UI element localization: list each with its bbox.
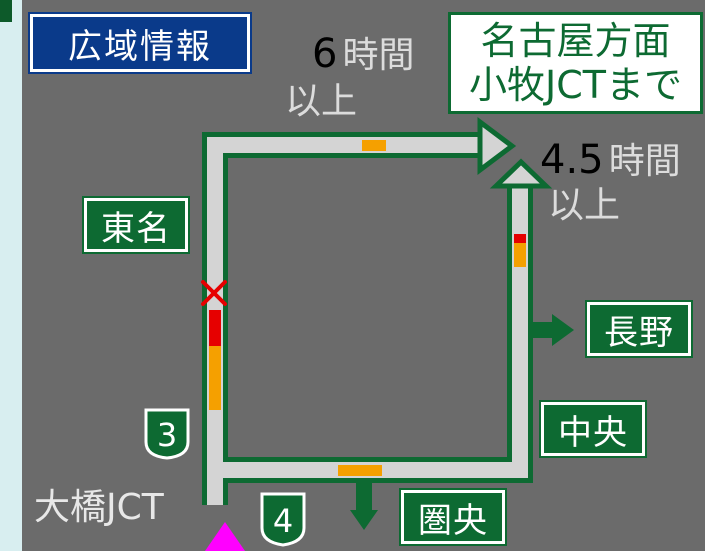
route-loop-outline [202, 132, 488, 505]
sign-kenou: 圏央 [399, 488, 507, 546]
route-4-shield: 4 [260, 492, 306, 547]
congestion-heavy-left [209, 310, 221, 346]
congestion-light-left [209, 346, 221, 410]
sign-tomei-label: 東名 [101, 208, 171, 249]
destination-sign: 名古屋方面 小牧JCTまで [448, 12, 703, 114]
route-3-shield: 3 [144, 408, 190, 460]
outer-route-time-unit: 時間 [342, 35, 415, 76]
outer-route-time: 6 時間 [312, 34, 415, 74]
destination-line2: 小牧JCTまで [469, 63, 682, 107]
sign-tomei: 東名 [82, 196, 190, 254]
title-text: 広域情報 [68, 26, 212, 67]
junction-label: 大橋JCT [34, 487, 164, 528]
route-4-number: 4 [273, 502, 293, 540]
congestion-light-right [514, 243, 526, 267]
destination-line1: 名古屋方面 [480, 19, 671, 63]
current-position-marker [205, 522, 245, 551]
inner-route-arrow [489, 158, 553, 189]
sign-chuo-label: 中央 [558, 412, 628, 453]
congestion-light-bottom [338, 465, 382, 476]
sign-nagano: 長野 [585, 300, 693, 358]
route-loop-bottom-outline [215, 180, 533, 483]
kenou-branch [350, 478, 378, 530]
route-outer-road [207, 137, 488, 505]
route-inner-road [215, 180, 528, 478]
nagano-branch [528, 314, 574, 346]
congestion-light-top [362, 140, 386, 151]
outer-route-time-suffix: 以上 [285, 81, 358, 122]
edge-mark [0, 0, 12, 22]
left-edge-strip [0, 0, 22, 551]
outer-route-arrow [477, 117, 517, 175]
inner-route-time-value: 4.5 [540, 137, 604, 183]
inner-route-time-unit: 時間 [608, 141, 681, 182]
inner-route-time: 4.5 時間 [540, 140, 681, 180]
closure-x-icon [201, 280, 227, 306]
sign-nagano-label: 長野 [604, 312, 674, 353]
route-3-number: 3 [157, 416, 177, 454]
sign-chuo: 中央 [539, 400, 647, 458]
congestion-heavy-right [514, 234, 526, 243]
sign-kenou-label: 圏央 [418, 500, 488, 541]
outer-route-time-value: 6 [312, 31, 338, 77]
inner-route-time-suffix: 以上 [548, 185, 621, 226]
wide-area-info-title: 広域情報 [28, 12, 252, 74]
